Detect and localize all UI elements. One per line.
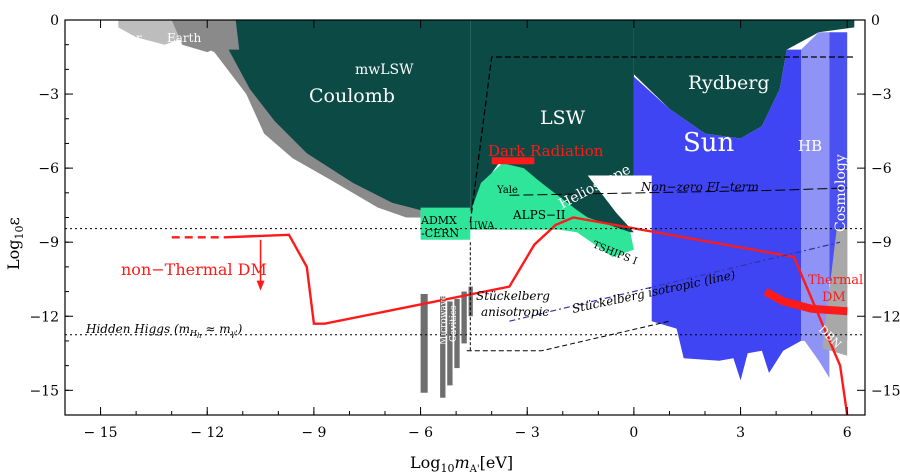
alps-label: ALPS−II	[512, 208, 566, 222]
region-dbn	[822, 227, 848, 356]
cavity-bars	[440, 286, 473, 398]
y-tick-label-left: −9	[38, 235, 59, 251]
y-tick-label-left: −15	[29, 383, 59, 399]
y-tick-label-right: −15	[871, 383, 900, 399]
y-tick-label-left: −3	[38, 87, 59, 103]
region-jupiter	[118, 20, 186, 45]
lsw-label: LSW	[540, 107, 586, 129]
x-tick-label: − 6	[408, 425, 433, 441]
region-sun	[633, 49, 801, 381]
admx-label-1: ADMX	[420, 214, 457, 227]
alps-projection-line	[469, 56, 855, 223]
region-coulomb	[168, 20, 471, 215]
rydberg-label: Rydberg	[688, 72, 770, 94]
stueckelberg-anisotropic-label-2: anisotropic	[481, 305, 549, 319]
non-thermal-dm-curve	[224, 216, 849, 416]
yale-label: Yale	[496, 185, 518, 196]
x-axis-title: Log10mA'[eV]	[410, 453, 513, 475]
cavity-bar	[454, 298, 460, 369]
admx-label-2: -CERN	[421, 227, 459, 240]
thermal-dm-band	[763, 288, 848, 316]
thermal-dm-label-1: Thermal	[808, 273, 863, 288]
stueckelberg-anisotropic-label-1: Stückelberg	[476, 289, 550, 303]
region-rydberg	[633, 20, 855, 139]
thermal-dm-label-2: DM	[822, 290, 846, 305]
earth-label: Earth	[167, 31, 201, 45]
cavity-bar	[461, 291, 467, 344]
region-alps-ii	[470, 163, 634, 257]
x-tick-label: 6	[843, 425, 852, 441]
cavities-label-2: Cavities	[449, 305, 459, 342]
x-tick-label: 3	[736, 425, 745, 441]
stueckelberg-anisotropic-line	[466, 320, 670, 352]
constraint-lines	[65, 56, 865, 416]
axes: − 15 − 12 − 9 − 6 − 3 0 3 6 0 0 −3 −3 −6 −6 −9 −9 −12 −12…	[29, 13, 900, 441]
y-tick-label-left: −12	[29, 309, 59, 325]
hidden-higgs-label: Hidden Higgs (mHh ≈ mγ')	[85, 322, 243, 340]
cmb-label: CMB	[187, 112, 225, 130]
exclusion-regions	[65, 20, 855, 393]
y-tick-label-right: −12	[871, 309, 900, 325]
cavity-bar	[440, 296, 446, 398]
region-earth	[171, 20, 236, 53]
nonzero-fi-label: Non−zero FI−term	[640, 180, 759, 194]
x-tick-label: − 15	[84, 425, 118, 441]
region-lsw	[470, 20, 634, 233]
y-tick-label-right: 0	[871, 13, 880, 29]
dark-radiation-label: Dark Radiation	[488, 142, 604, 160]
y-tick-label-right: −9	[871, 235, 892, 251]
x-tick-label: − 12	[190, 425, 224, 441]
y-tick-label-right: −3	[871, 87, 892, 103]
y-tick-label-right: −6	[871, 161, 892, 177]
jupiter-label: Jupiter	[98, 31, 142, 45]
mwlsw-label: mwLSW	[355, 62, 414, 78]
region-microwave-cavities	[420, 294, 428, 393]
y-axis-title: Log10ε	[4, 217, 26, 270]
x-tick-label: − 9	[301, 425, 326, 441]
cavities-label-1: Microwave	[439, 295, 449, 345]
x-tick-label: 0	[629, 425, 638, 441]
nonzero-fi-term-line	[509, 187, 848, 196]
cavity-bar	[468, 286, 473, 317]
cosmology-label: Cosmology	[833, 154, 849, 232]
region-admx-cern	[420, 207, 471, 240]
stueckelberg-isotropic-line	[509, 241, 841, 322]
hb-label: HB	[798, 137, 822, 155]
uwa-label: UWA	[469, 221, 495, 232]
non-thermal-arrowhead	[256, 280, 265, 291]
x-tick-label: − 3	[515, 425, 540, 441]
y-tick-label-left: −6	[38, 161, 59, 177]
coulomb-label: Coulomb	[309, 85, 395, 107]
sun-label: Sun	[683, 128, 735, 158]
y-tick-label-left: 0	[50, 13, 59, 29]
cavity-bar	[447, 301, 453, 386]
non-thermal-dm-label: non−Thermal DM	[121, 260, 267, 279]
